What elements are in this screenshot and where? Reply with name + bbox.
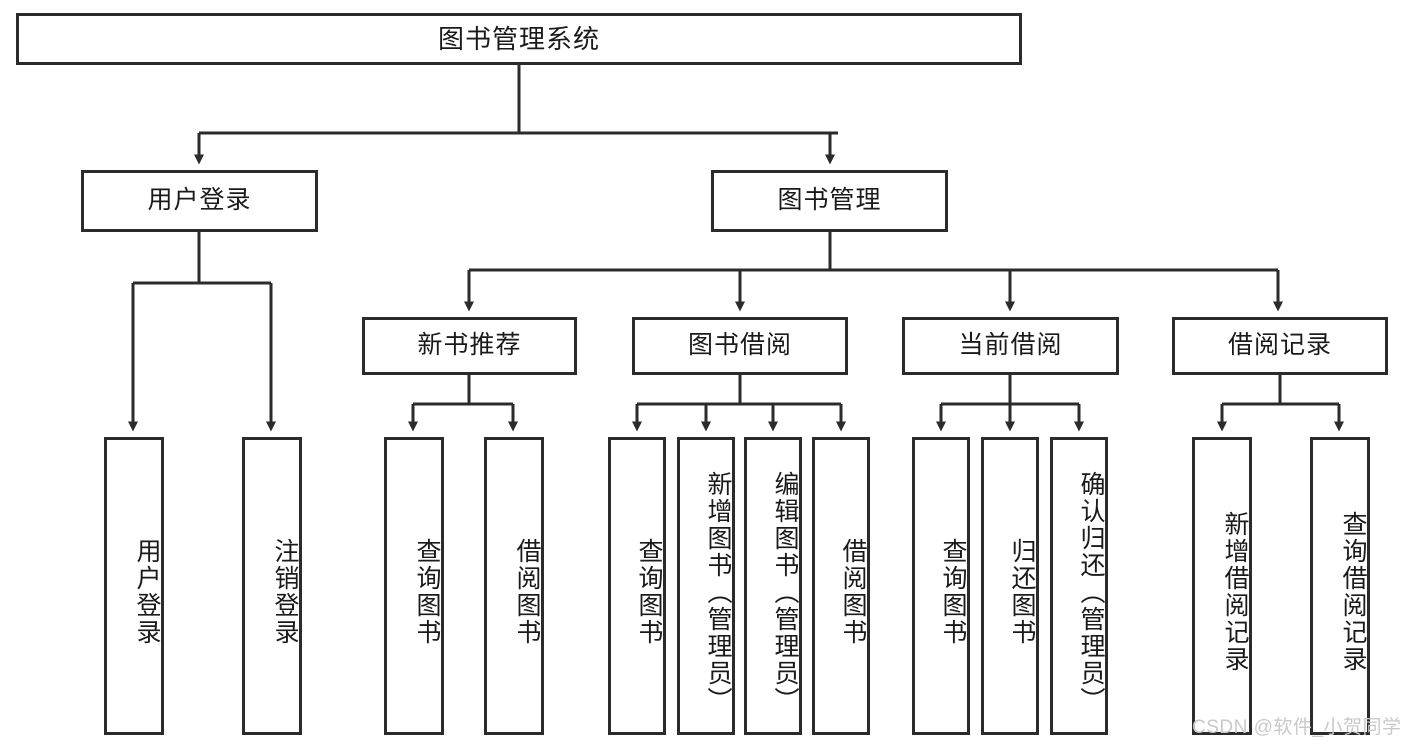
leaf-record-add-record[interactable]: 新增借阅记录 — [1192, 437, 1252, 735]
leaf-borrow-borrow-book[interactable]: 借阅图书 — [812, 437, 870, 735]
leaf-user-login-signin[interactable]: 用户登录 — [104, 437, 164, 735]
leaf-borrow-add-book-admin[interactable]: 新增图书（管理员） — [677, 437, 735, 735]
node-label: 用户登录 — [147, 186, 252, 215]
leaf-user-login-signout[interactable]: 注销登录 — [242, 437, 302, 735]
node-label: 查询图书 — [413, 538, 441, 646]
node-label: 新增借阅记录 — [1221, 511, 1249, 673]
leaf-recommend-query-book[interactable]: 查询图书 — [384, 437, 444, 735]
node-label: 查询借阅记录 — [1339, 511, 1367, 673]
leaf-current-confirm-return-admin[interactable]: 确认归还（管理员） — [1050, 437, 1108, 735]
node-new-book-recommend[interactable]: 新书推荐 — [362, 317, 577, 375]
leaf-current-return-book[interactable]: 归还图书 — [981, 437, 1039, 735]
node-label: 图书管理系统 — [437, 23, 600, 54]
leaf-current-query-book[interactable]: 查询图书 — [912, 437, 970, 735]
node-label: 借阅图书 — [839, 538, 867, 646]
node-label: 归还图书 — [1008, 538, 1036, 646]
node-label: 新书推荐 — [417, 331, 522, 360]
node-label: 借阅记录 — [1227, 331, 1332, 360]
node-label: 注销登录 — [271, 538, 299, 646]
node-label: 当前借阅 — [958, 331, 1063, 360]
node-book-borrow[interactable]: 图书借阅 — [632, 317, 848, 375]
leaf-record-query-record[interactable]: 查询借阅记录 — [1310, 437, 1370, 735]
node-label: 查询图书 — [939, 538, 967, 646]
node-borrow-record[interactable]: 借阅记录 — [1172, 317, 1388, 375]
node-label: 用户登录 — [133, 538, 161, 646]
node-root-system[interactable]: 图书管理系统 — [16, 13, 1022, 65]
node-book-management[interactable]: 图书管理 — [711, 170, 948, 232]
node-user-login[interactable]: 用户登录 — [81, 170, 318, 232]
leaf-recommend-borrow-book[interactable]: 借阅图书 — [484, 437, 544, 735]
node-label: 新增图书（管理员） — [704, 470, 732, 714]
node-label: 编辑图书（管理员） — [771, 470, 799, 714]
node-label: 确认归还（管理员） — [1077, 470, 1105, 714]
leaf-borrow-edit-book-admin[interactable]: 编辑图书（管理员） — [744, 437, 802, 735]
leaf-borrow-query-book[interactable]: 查询图书 — [608, 437, 666, 735]
node-label: 查询图书 — [635, 538, 663, 646]
node-current-borrow[interactable]: 当前借阅 — [902, 317, 1119, 375]
node-label: 借阅图书 — [513, 538, 541, 646]
node-label: 图书借阅 — [687, 331, 792, 360]
node-label: 图书管理 — [777, 186, 882, 215]
